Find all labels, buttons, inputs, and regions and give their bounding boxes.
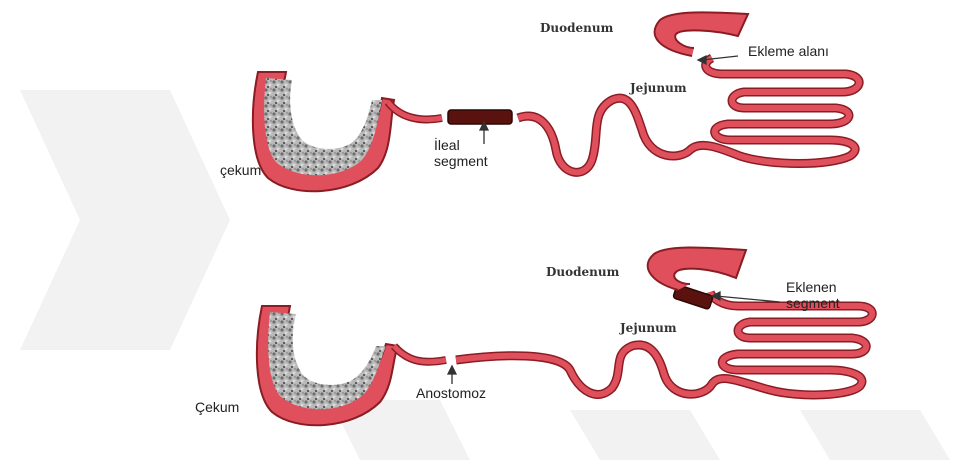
duodenum-label-top: Duodenum (540, 21, 614, 35)
ileal-segment (448, 110, 512, 124)
cecum-label-bottom: Çekum (195, 399, 239, 415)
ileal-label-line1: İleal (434, 136, 460, 153)
watermark-background (20, 90, 950, 460)
top-panel: Duodenum Jejunum Ekleme alanı İleal segm… (220, 12, 859, 191)
duodenum-bottom (648, 248, 746, 291)
cecum-label-top: çekum (220, 162, 261, 178)
attached-segment-label-line2: segment (786, 295, 840, 311)
bottom-panel: Duodenum Jejunum Eklenen segment Anostom… (195, 248, 872, 426)
attachment-site-label: Ekleme alanı (748, 43, 829, 59)
attached-segment-label-line1: Eklenen (786, 279, 837, 295)
arrow-anastomosis (448, 366, 456, 384)
duodenum-label-bottom: Duodenum (546, 265, 620, 279)
arrow-attachment (698, 56, 738, 64)
anastomosis-label: Anostomoz (416, 385, 486, 401)
jejunum-label-bottom: Jejunum (619, 321, 677, 335)
ileal-label-line2: segment (434, 153, 488, 169)
duodenum-top (655, 12, 748, 56)
arrow-ileal (480, 122, 488, 144)
jejunum-label-top: Jejunum (629, 81, 687, 95)
